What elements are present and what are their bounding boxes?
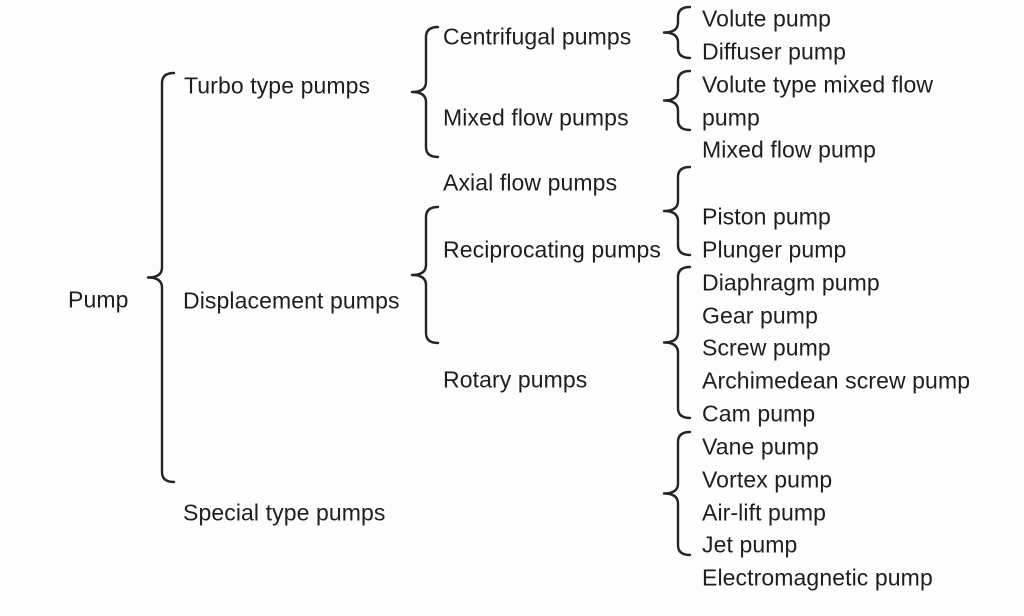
leaf-cam-pump: Cam pump — [702, 400, 816, 427]
node-displacement-pumps: Displacement pumps — [183, 287, 400, 314]
turbo-brace — [410, 25, 440, 159]
leaf-volute-pump: Volute pump — [702, 5, 831, 32]
centrifugal-brace — [662, 5, 692, 60]
node-pump: Pump — [68, 286, 129, 313]
leaf-piston-pump: Piston pump — [702, 203, 831, 230]
leaf-diaphragm-pump: Diaphragm pump — [702, 269, 880, 296]
leaf-archimedean-screw-pump: Archimedean screw pump — [702, 367, 971, 394]
node-mixed-flow-pumps: Mixed flow pumps — [443, 104, 629, 131]
node-axial-flow-pumps: Axial flow pumps — [443, 169, 618, 196]
node-turbo-type-pumps: Turbo type pumps — [184, 72, 371, 99]
displacement-brace — [410, 205, 440, 345]
special-brace — [662, 430, 692, 557]
rotary-brace — [662, 265, 692, 420]
leaf-volute-type-mixed-flow: Volute type mixed flow — [702, 71, 934, 98]
node-reciprocating-pumps: Reciprocating pumps — [443, 236, 661, 263]
mixed-flow-brace — [662, 69, 692, 132]
pump-brace — [146, 71, 176, 484]
leaf-diffuser-pump: Diffuser pump — [702, 38, 847, 65]
leaf-electromagnetic-pump: Electromagnetic pump — [702, 564, 933, 591]
leaf-jet-pump: Jet pump — [702, 531, 798, 558]
leaf-vortex-pump: Vortex pump — [702, 466, 833, 493]
reciprocating-brace — [662, 165, 692, 257]
leaf-mixed-flow-pump: Mixed flow pump — [702, 136, 877, 163]
leaf-air-lift-pump: Air-lift pump — [702, 499, 826, 526]
leaf-gear-pump: Gear pump — [702, 302, 818, 329]
leaf-vane-pump: Vane pump — [702, 433, 819, 460]
node-special-type-pumps: Special type pumps — [183, 499, 386, 526]
leaf-pump: pump — [702, 104, 760, 131]
leaf-plunger-pump: Plunger pump — [702, 236, 847, 263]
node-rotary-pumps: Rotary pumps — [443, 366, 588, 393]
node-centrifugal-pumps: Centrifugal pumps — [443, 23, 632, 50]
leaf-screw-pump: Screw pump — [702, 334, 831, 361]
